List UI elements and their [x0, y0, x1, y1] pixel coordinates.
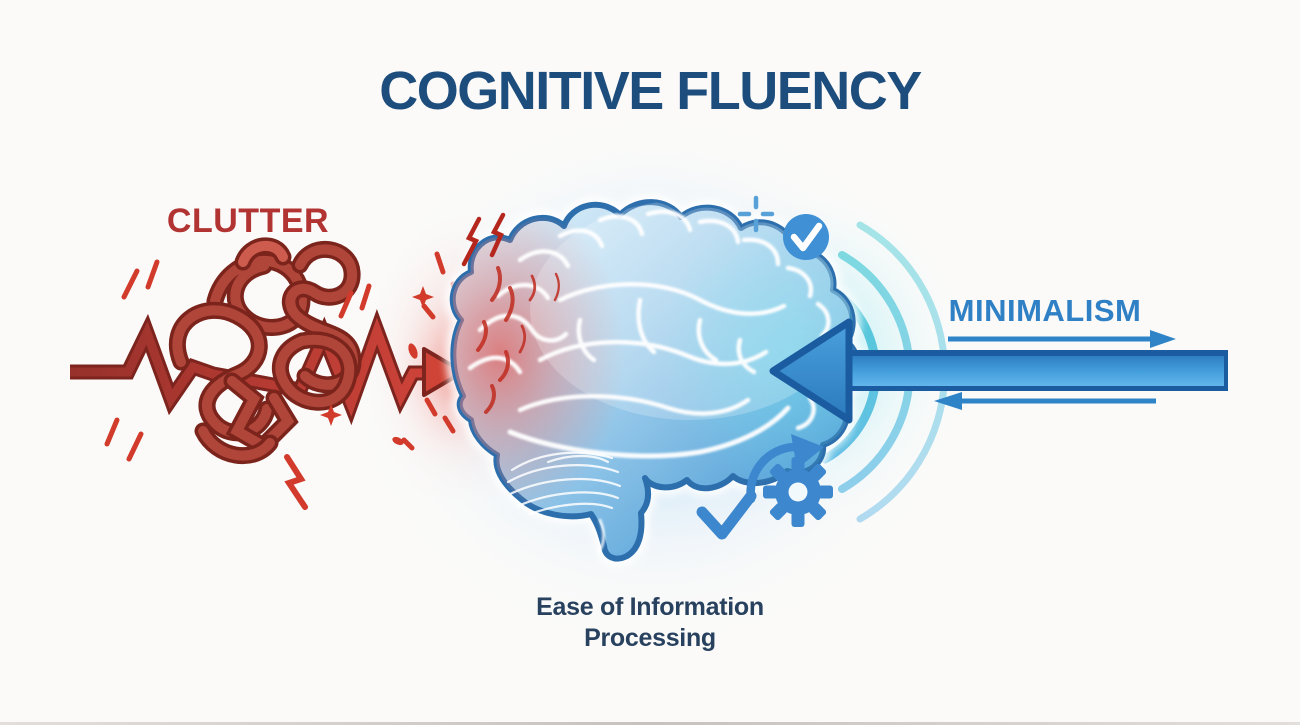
plus-sparkle-icon	[737, 195, 775, 233]
lightning-bolt-icon	[284, 454, 308, 510]
thin-arrow-left-icon	[934, 392, 1156, 410]
four-point-star	[320, 404, 342, 426]
impact-sparks-icon	[104, 251, 460, 510]
caption-line-2: Processing	[584, 624, 716, 652]
heartbeat-arrow-icon	[70, 309, 465, 426]
minimalism-arrow-icon	[769, 318, 1228, 424]
arrow-shaft	[845, 356, 1224, 386]
gear-refresh-group	[746, 434, 833, 527]
caption-text: Ease of Information Processing	[450, 592, 850, 654]
cerebellum-striations	[506, 451, 622, 516]
red-arrowhead	[422, 347, 465, 397]
minimalism-label: MINIMALISM	[948, 293, 1142, 328]
arrow-head	[769, 318, 853, 424]
red-crack-marks	[461, 212, 506, 267]
checkmark-icon	[696, 490, 757, 540]
caption-line-1: Ease of Information	[536, 593, 764, 621]
stress-cracks-icon	[476, 266, 561, 414]
thin-arrow-right-icon	[948, 330, 1176, 348]
tangled-knot-icon	[168, 237, 362, 465]
check-circle-icon	[783, 214, 829, 260]
brain-sulci-lines	[467, 209, 833, 554]
clutter-label: CLUTTER	[166, 202, 330, 240]
four-point-star	[412, 286, 434, 308]
page-title: COGNITIVE FLUENCY	[379, 61, 922, 121]
gear-icon	[763, 457, 833, 527]
bottom-edge-artifact	[0, 722, 1300, 725]
refresh-arrow-icon	[746, 442, 804, 504]
